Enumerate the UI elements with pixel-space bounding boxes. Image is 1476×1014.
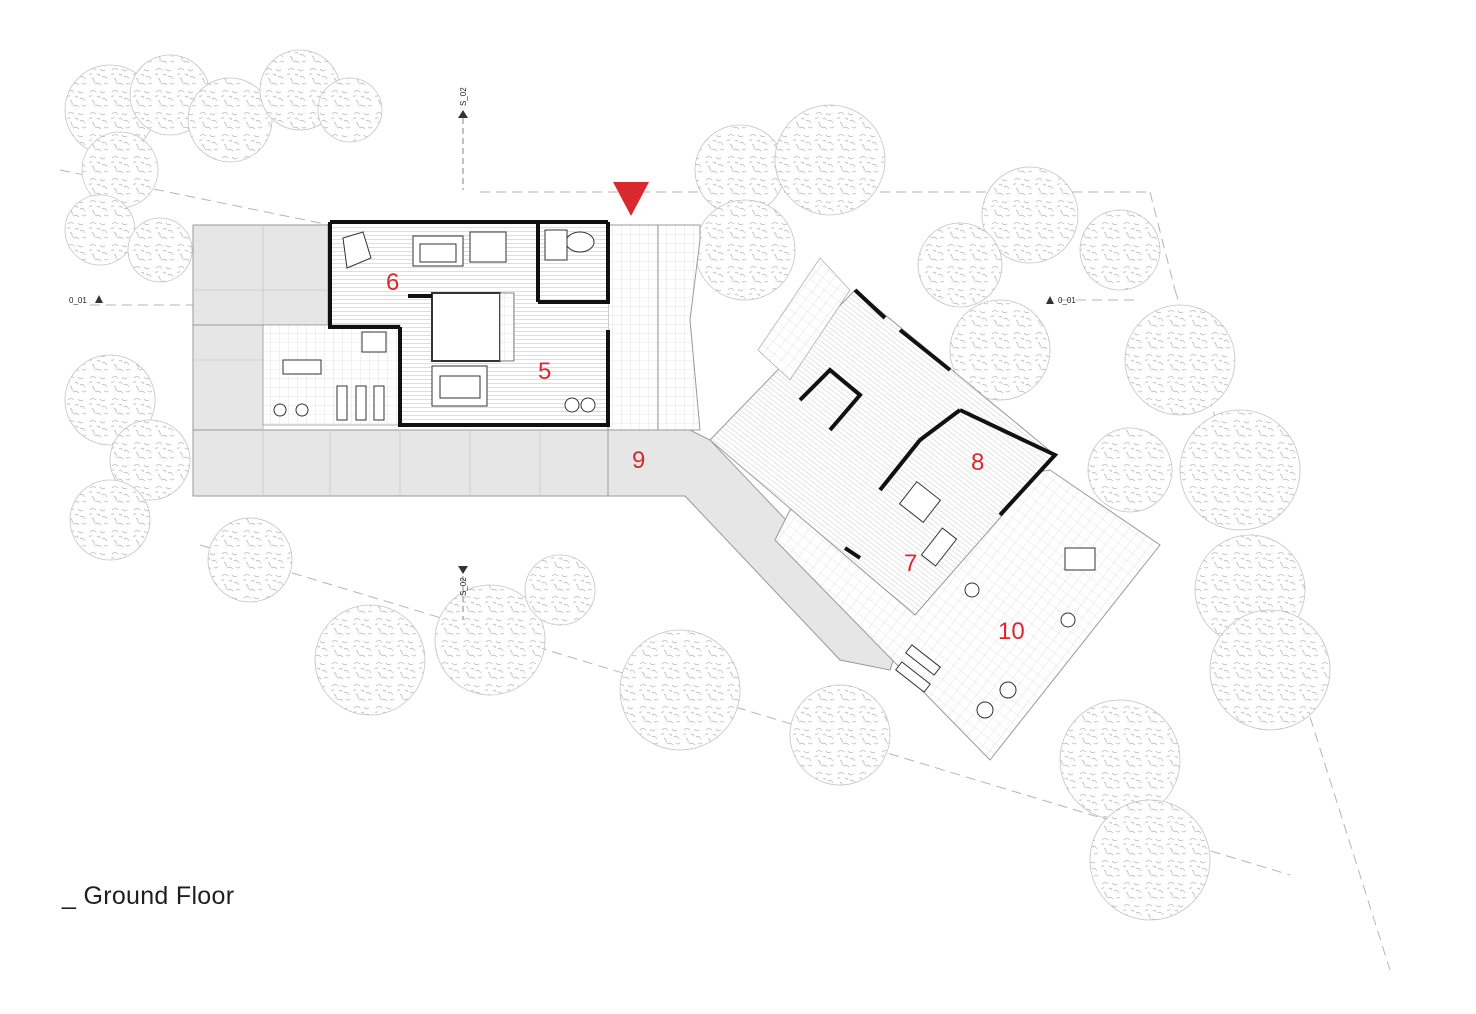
section-label-s02-top: S_02 (459, 87, 468, 106)
section-triangle-icon (95, 295, 103, 303)
furniture-right-wing (895, 481, 1096, 719)
room-number-9: 9 (632, 447, 645, 474)
right-wing (709, 257, 1161, 761)
bath-fixtures (361, 229, 595, 353)
room-number-7: 7 (904, 550, 917, 577)
room-number-5: 5 (538, 358, 551, 385)
stair-left (499, 292, 515, 362)
room-number-8: 8 (971, 449, 984, 476)
section-label-s02-bottom: S_02 (459, 577, 468, 596)
room-number-10: 10 (998, 618, 1025, 645)
walls-right-wing (798, 288, 1059, 560)
trees (64, 49, 1331, 921)
section-label-o01-right: 0_01 (1058, 296, 1076, 305)
drawing-title: _ Ground Floor (62, 882, 235, 910)
section-triangle-icon (1046, 296, 1054, 304)
section-triangle-icon (458, 110, 468, 118)
left-wing (262, 220, 610, 427)
entrance-arrow-icon (613, 182, 649, 216)
furniture-left-wing (273, 231, 596, 421)
paving (192, 224, 901, 671)
room-number-6: 6 (386, 269, 399, 296)
landing-area (757, 257, 851, 381)
walls-left-wing (328, 220, 610, 427)
section-label-o01-left: 0_01 (69, 296, 87, 305)
entrance-path (607, 224, 659, 431)
entrance-path-extension (657, 224, 701, 431)
section-triangle-icon (458, 566, 468, 574)
courtyard (431, 292, 501, 362)
